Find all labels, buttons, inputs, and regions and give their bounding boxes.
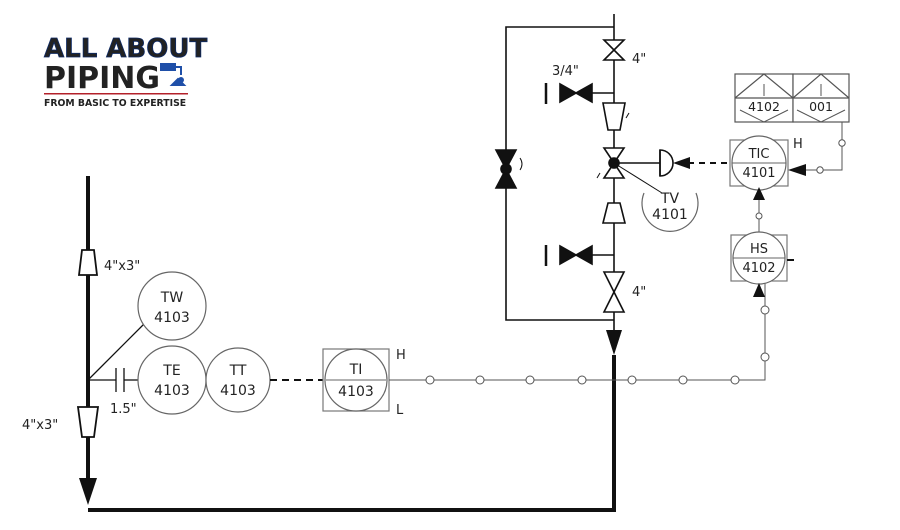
link-bubble bbox=[475, 375, 485, 385]
tic-tag: TIC bbox=[748, 147, 770, 162]
gate-top-label: 4" bbox=[632, 52, 646, 67]
orifice-size-label: 1.5" bbox=[110, 402, 137, 417]
logo-line2: PIPING bbox=[44, 61, 160, 96]
tick-mark bbox=[596, 172, 601, 179]
ti-low-alarm: L bbox=[396, 403, 404, 418]
bypass-valve-icon bbox=[494, 149, 523, 189]
ti-number: 4103 bbox=[338, 384, 374, 400]
thermowell-branch bbox=[87, 317, 151, 392]
gate-bottom-label: 4" bbox=[632, 285, 646, 300]
signal-arrow-icon bbox=[753, 283, 765, 297]
link-bubble bbox=[627, 375, 637, 385]
link-bubble bbox=[525, 375, 535, 385]
valve-station-pipe bbox=[505, 14, 615, 330]
hs-tag: HS bbox=[750, 242, 768, 257]
software-link-bubbles bbox=[425, 305, 770, 385]
logic-block-left: 4102 bbox=[734, 73, 794, 123]
link-bubble bbox=[760, 305, 770, 315]
tw-tag: TW bbox=[160, 290, 184, 306]
link-bubble bbox=[838, 139, 846, 147]
link-bubble bbox=[678, 375, 688, 385]
logic-block-right: 001 bbox=[792, 73, 850, 123]
te-number: 4103 bbox=[154, 383, 190, 399]
signal-arrow-icon bbox=[788, 164, 806, 176]
tw-bubble: TW 4103 bbox=[137, 271, 207, 341]
control-valve-icon bbox=[602, 147, 674, 194]
flow-arrow-icon bbox=[606, 330, 622, 355]
te-tag: TE bbox=[162, 363, 180, 379]
ti-high-alarm: H bbox=[396, 348, 406, 363]
tick-mark bbox=[625, 112, 630, 119]
tv-number: 4101 bbox=[652, 207, 688, 223]
gate-valve-bottom-icon bbox=[602, 271, 626, 313]
reducer-upper-icon bbox=[602, 102, 626, 131]
logic-tic-link bbox=[800, 122, 843, 171]
faucet-icon bbox=[160, 63, 187, 86]
drain-size-label: 3/4" bbox=[552, 64, 579, 79]
link-bubble bbox=[730, 375, 740, 385]
tt-number: 4103 bbox=[220, 383, 256, 399]
tv-bubble: TV 4101 bbox=[641, 191, 699, 232]
ti-tag: TI bbox=[349, 362, 363, 378]
tw-number: 4103 bbox=[154, 310, 190, 326]
logic-right-number: 001 bbox=[809, 99, 833, 114]
te-bubble: TE 4103 bbox=[137, 345, 207, 415]
reducer-bottom bbox=[76, 406, 100, 438]
gate-valve-top-icon bbox=[602, 39, 626, 61]
tic-number: 4101 bbox=[742, 166, 775, 181]
tic-high-alarm: H bbox=[793, 137, 803, 152]
hs-switch: HS 4102 bbox=[730, 231, 788, 285]
hs-number: 4102 bbox=[742, 261, 775, 276]
link-bubble bbox=[760, 352, 770, 362]
logic-left-number: 4102 bbox=[748, 99, 780, 114]
main-pipe bbox=[86, 176, 616, 512]
reducer-bottom-label: 4"x3" bbox=[22, 418, 58, 433]
logo-line1: ALL ABOUT bbox=[44, 34, 207, 64]
tt-tag: TT bbox=[229, 363, 247, 379]
signal-arrow-icon bbox=[673, 157, 690, 169]
reducer-lower-icon bbox=[601, 202, 627, 224]
link-bubble bbox=[577, 375, 587, 385]
reducer-top-label: 4"x3" bbox=[104, 259, 140, 274]
link-bubble bbox=[425, 375, 435, 385]
tv-tag: TV bbox=[660, 191, 680, 207]
link-bubble bbox=[816, 166, 824, 174]
ti-indicator: TI 4103 bbox=[322, 348, 390, 412]
logo: ALL ABOUT PIPING FROM BASIC TO EXPERTISE bbox=[44, 34, 208, 109]
link-bubble bbox=[755, 212, 763, 220]
logo-tagline: FROM BASIC TO EXPERTISE bbox=[44, 98, 186, 109]
flow-arrow-icon bbox=[79, 478, 97, 505]
drain-valve-bottom-icon bbox=[544, 244, 614, 266]
signal-arrow-icon bbox=[753, 187, 765, 200]
reducer-top bbox=[77, 249, 99, 276]
tt-bubble: TT 4103 bbox=[205, 347, 271, 413]
software-link bbox=[389, 248, 766, 381]
tic-controller: TIC 4101 bbox=[729, 135, 789, 191]
drain-valve-top-icon bbox=[544, 82, 614, 104]
